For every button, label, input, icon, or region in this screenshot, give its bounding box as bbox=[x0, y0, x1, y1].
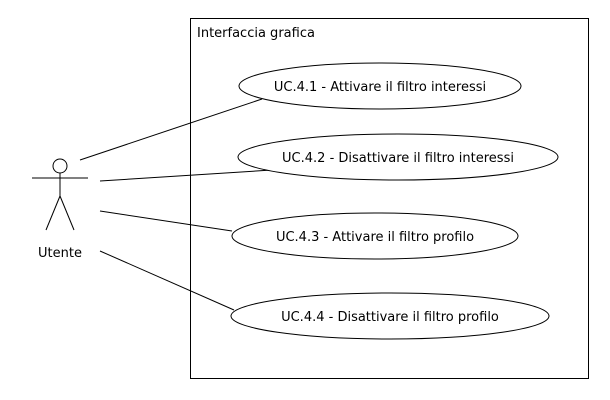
use-case-ellipse bbox=[230, 292, 550, 340]
association-uc-4-3 bbox=[99, 210, 233, 232]
association-uc-4-4 bbox=[99, 250, 235, 311]
actor-left-leg bbox=[45, 195, 61, 231]
use-case-label: UC.4.4 - Disattivare il filtro profilo bbox=[281, 310, 499, 325]
use-case-ellipse bbox=[231, 212, 519, 260]
actor-utente: Utente bbox=[32, 158, 88, 261]
system-boundary-frame bbox=[190, 18, 589, 379]
use-case-4-2: UC.4.2 - Disattivare il filtro interessi bbox=[237, 133, 559, 181]
use-case-ellipse bbox=[238, 62, 522, 110]
use-case-4-3: UC.4.3 - Attivare il filtro profilo bbox=[231, 212, 519, 260]
system-boundary-label: Interfaccia grafica bbox=[197, 26, 315, 41]
association-uc-4-1 bbox=[79, 98, 263, 161]
use-case-label: UC.4.2 - Disattivare il filtro interessi bbox=[282, 151, 514, 166]
use-case-4-4: UC.4.4 - Disattivare il filtro profilo bbox=[230, 292, 550, 340]
actor-label: Utente bbox=[38, 246, 82, 261]
use-case-ellipse bbox=[237, 133, 559, 181]
associations bbox=[79, 98, 273, 311]
association-uc-4-2 bbox=[99, 169, 273, 182]
system-boundary: Interfaccia grafica bbox=[190, 18, 589, 379]
use-case-4-1: UC.4.1 - Attivare il filtro interessi bbox=[238, 62, 522, 110]
use-case-label: UC.4.1 - Attivare il filtro interessi bbox=[274, 80, 486, 95]
actor-right-leg bbox=[59, 195, 75, 231]
actor-head bbox=[52, 158, 68, 174]
use-case-label: UC.4.3 - Attivare il filtro profilo bbox=[276, 230, 474, 245]
